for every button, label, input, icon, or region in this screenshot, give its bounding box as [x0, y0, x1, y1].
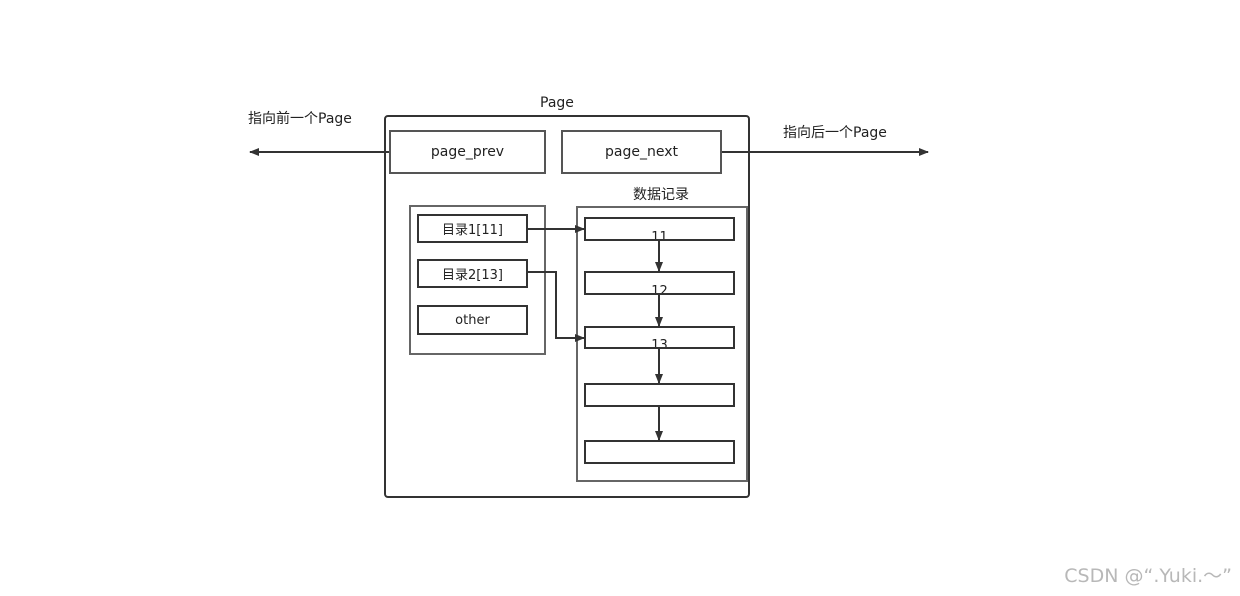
record-item-3: 13 — [584, 326, 735, 349]
directory-item-other-text: other — [455, 312, 490, 328]
record-item-3-text: 13 — [651, 338, 668, 349]
records-group — [576, 206, 748, 482]
records-title: 数据记录 — [633, 187, 689, 203]
csdn-watermark: CSDN @“.Yuki.～” — [1064, 565, 1232, 587]
record-item-4 — [584, 383, 735, 407]
directory-item-other: other — [417, 305, 528, 335]
next-page-label: 指向后一个Page — [783, 125, 887, 141]
page-prev-text: page_prev — [430, 144, 505, 160]
prev-page-label: 指向前一个Page — [248, 111, 352, 127]
record-item-1: 11 — [584, 217, 735, 241]
page-title: Page — [540, 95, 574, 111]
record-item-2: 12 — [584, 271, 735, 295]
directory-item-2-text: 目录2[13] — [442, 268, 503, 283]
page-next-box: page_next — [561, 130, 722, 174]
record-item-1-text: 11 — [651, 230, 668, 241]
record-item-2-text: 12 — [651, 284, 668, 295]
directory-item-1: 目录1[11] — [417, 214, 528, 243]
page-frame — [384, 115, 750, 498]
directory-item-1-text: 目录1[11] — [442, 223, 503, 238]
page-next-text: page_next — [605, 144, 678, 160]
directory-item-2: 目录2[13] — [417, 259, 528, 288]
page-prev-box: page_prev — [389, 130, 546, 174]
record-item-5 — [584, 440, 735, 464]
